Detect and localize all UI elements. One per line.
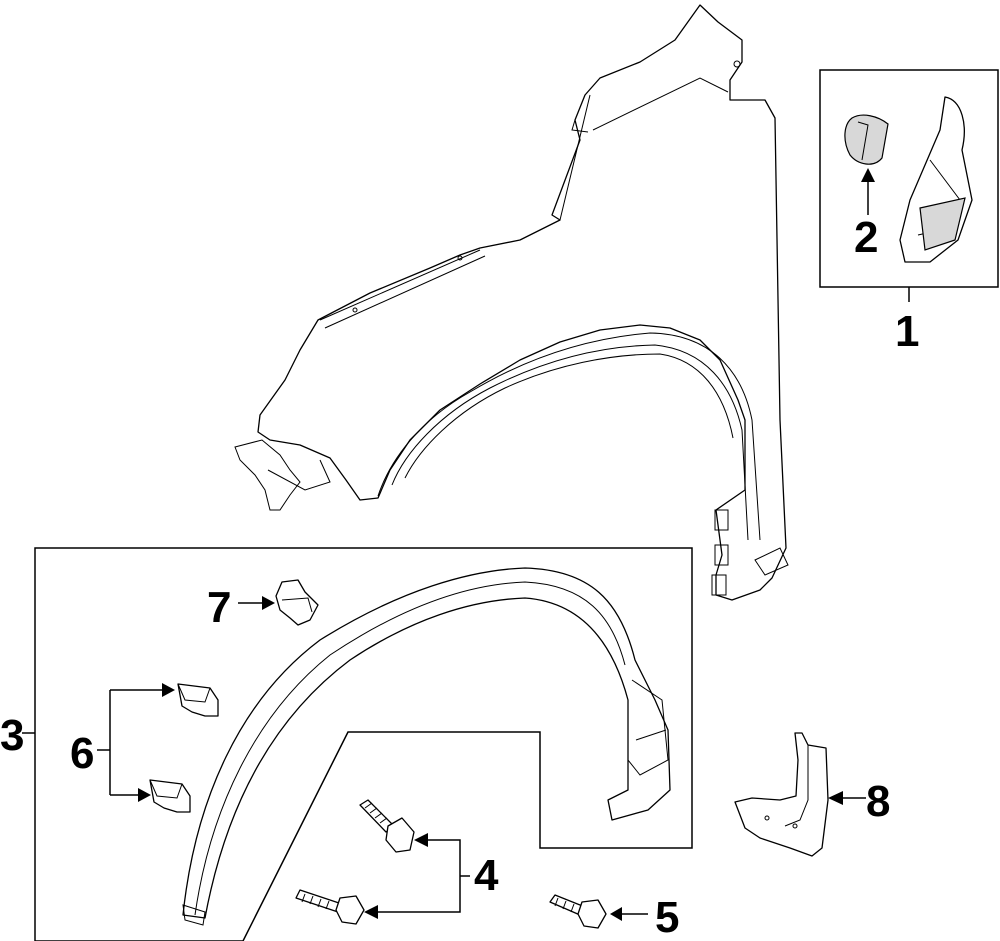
part-4-bolt-upper	[359, 799, 415, 853]
fender-panel	[234, 4, 789, 601]
part-1-splash-guard	[899, 96, 973, 263]
part-7-clip	[275, 579, 319, 626]
arrowhead-7	[262, 596, 275, 610]
callout-4: 4	[474, 851, 499, 900]
part-3-wheel-arch-molding	[182, 567, 671, 926]
arrowhead-6-lower	[138, 788, 151, 802]
part-6-clip-lower	[149, 779, 191, 813]
arrowhead-5	[610, 907, 622, 921]
callout-7: 7	[207, 583, 231, 632]
arrowhead-4-upper	[414, 833, 428, 847]
callout-6: 6	[70, 729, 94, 778]
callout-8: 8	[866, 777, 890, 826]
callout-1: 1	[895, 307, 919, 356]
callout-2: 2	[854, 213, 878, 262]
bracket-4	[378, 839, 470, 913]
part-4-bolt-lower	[295, 889, 365, 925]
part-6-clip-upper	[177, 683, 219, 717]
arrowhead-6-upper	[162, 683, 175, 697]
callout-3: 3	[0, 711, 24, 760]
assembly-box-3	[34, 547, 693, 941]
arrowhead-2	[861, 168, 875, 182]
part-5-bolt	[549, 894, 607, 929]
bracket-6	[97, 689, 162, 796]
arrowhead-4-lower	[364, 905, 378, 919]
part-8-mud-flap	[734, 732, 829, 857]
arrowhead-8	[828, 791, 843, 805]
part-2-clip	[844, 114, 889, 165]
callout-5: 5	[655, 893, 679, 941]
